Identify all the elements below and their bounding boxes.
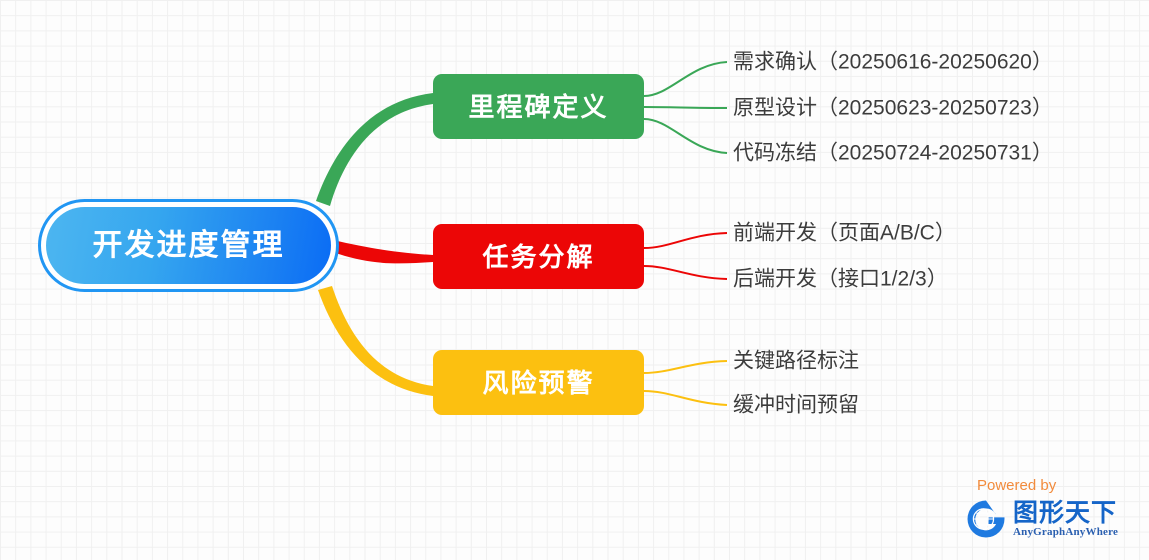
leaf-task-1[interactable]: 前端开发（页面A/B/C）: [733, 221, 956, 245]
edge-root-to-milestone: [316, 93, 433, 206]
branch-node-milestone-label: 里程碑定义: [468, 91, 609, 122]
watermark: Powered by 图形天下 AnyGraphAnyWhere: [965, 478, 1145, 540]
edge-milestone-leaf-3: [643, 118, 728, 154]
leaf-risk-1[interactable]: 关键路径标注: [733, 349, 859, 373]
root-node[interactable]: 开发进度管理: [38, 199, 339, 292]
edge-task-leaf-1: [643, 232, 728, 249]
edge-milestone-leaf-2: [643, 106, 728, 109]
branch-node-task-label: 任务分解: [482, 241, 595, 272]
watermark-brand-cn: 图形天下: [1013, 498, 1118, 527]
root-node-label: 开发进度管理: [92, 228, 285, 262]
edge-root-to-task: [333, 240, 433, 264]
watermark-brand-en: AnyGraphAnyWhere: [1013, 526, 1119, 539]
branch-node-risk-label: 风险预警: [482, 367, 595, 398]
leaf-task-2[interactable]: 后端开发（接口1/2/3）: [733, 267, 948, 291]
edge-root-to-risk: [318, 286, 433, 396]
branch-node-task[interactable]: 任务分解: [433, 224, 644, 289]
edge-risk-leaf-1: [643, 360, 728, 374]
leaf-risk-2[interactable]: 缓冲时间预留: [733, 393, 859, 417]
leaf-milestone-1[interactable]: 需求确认（20250616-20250620）: [733, 50, 1053, 74]
branch-node-risk[interactable]: 风险预警: [433, 350, 644, 415]
edge-risk-leaf-2: [643, 390, 728, 406]
brand-logo-icon: [967, 500, 1005, 538]
leaf-milestone-3[interactable]: 代码冻结（20250724-20250731）: [733, 141, 1053, 165]
watermark-text-block: 图形天下 AnyGraphAnyWhere: [1013, 498, 1119, 539]
watermark-brand-row: 图形天下 AnyGraphAnyWhere: [965, 498, 1145, 540]
branch-node-milestone[interactable]: 里程碑定义: [433, 74, 644, 139]
watermark-powered-by-text: Powered by: [977, 477, 1057, 494]
edge-milestone-leaf-1: [643, 61, 728, 97]
leaf-milestone-2[interactable]: 原型设计（20250623-20250723）: [733, 96, 1053, 120]
edge-task-leaf-2: [643, 265, 728, 280]
root-node-fill: 开发进度管理: [46, 207, 331, 284]
